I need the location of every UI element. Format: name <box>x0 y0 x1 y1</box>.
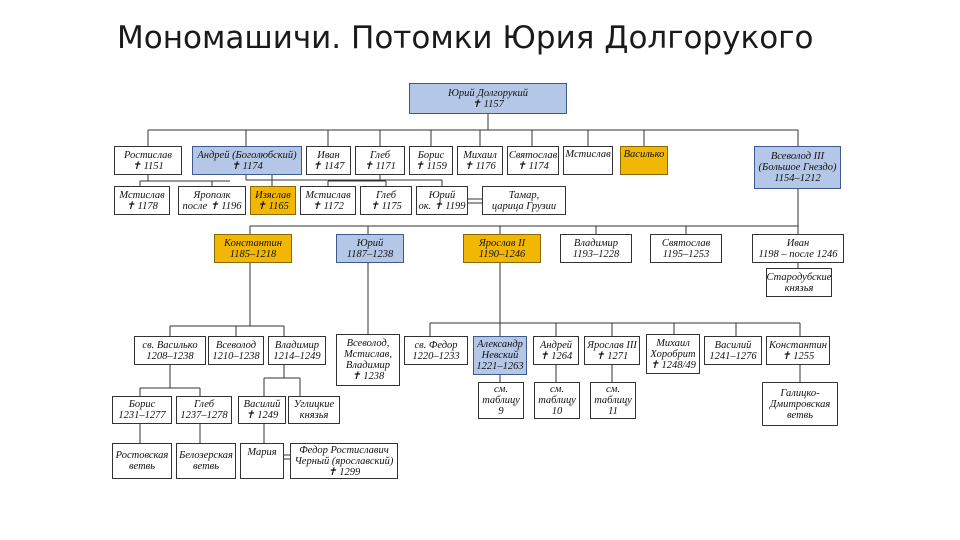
node-see-table-11: см. таблицу 11 <box>590 382 636 419</box>
node-ivan-son-vsevolod: Иван 1198 – после 1246 <box>752 234 844 263</box>
node-vsevolod-mstislav-vladimir: Всеволод, Мстислав, Владимир ✝ 1238 <box>336 334 400 386</box>
node-konstantin: Константин 1185–1218 <box>214 234 292 263</box>
node-vladimir: Владимир 1193–1228 <box>560 234 632 263</box>
node-gleb-son-gleb: Глеб ✝ 1175 <box>360 186 412 215</box>
node-yuri-husband-tamar: Юрий ок. ✝ 1199 <box>416 186 468 215</box>
node-fedor-rostislavich: Федор Ростиславич Черный (ярославский) ✝… <box>290 443 398 479</box>
node-andrei-son-yaroslav: Андрей ✝ 1264 <box>533 336 579 365</box>
node-mstislav-son-gleb: Мстислав ✝ 1172 <box>300 186 356 215</box>
node-mstislav-son-rostislav: Мстислав ✝ 1178 <box>114 186 170 215</box>
node-vasily-son-vsevolod: Василий ✝ 1249 <box>238 396 286 424</box>
node-yaroslav-iii: Ярослав III ✝ 1271 <box>584 336 640 365</box>
node-see-table-9: см. таблицу 9 <box>478 382 524 419</box>
node-beloozero-branch: Белозерская ветвь <box>176 443 236 479</box>
node-gleb: Глеб ✝ 1171 <box>355 146 405 175</box>
node-mikhail: Михаил ✝ 1176 <box>457 146 503 175</box>
node-gleb-son-vasilko: Глеб 1237–1278 <box>176 396 232 424</box>
node-boris-son-vasilko: Борис 1231–1277 <box>112 396 172 424</box>
node-vladimir-son-konstantin: Владимир 1214–1249 <box>268 336 326 365</box>
node-yuri-dolgoruky: Юрий Долгорукий ✝ 1157 <box>409 83 567 114</box>
node-maria: Мария <box>240 443 284 479</box>
node-andrei-bogolyubsky: Андрей (Боголюбский) ✝ 1174 <box>192 146 302 175</box>
node-konstantin-son-yaroslav: Константин ✝ 1255 <box>766 336 830 365</box>
node-svyatoslav-son-vsevolod: Святослав 1195–1253 <box>650 234 722 263</box>
node-vasilko: Василько <box>620 146 668 175</box>
node-vasily-son-yaroslav: Василий 1241–1276 <box>704 336 762 365</box>
node-mstislav: Мстислав <box>563 146 613 175</box>
node-svyatoslav: Святослав ✝ 1174 <box>507 146 559 175</box>
node-yuri-ii: Юрий 1187–1238 <box>336 234 404 263</box>
node-uglich-princes: Углицкие князья <box>288 396 340 424</box>
slide-title: Мономашичи. Потомки Юрия Долгорукого <box>117 20 814 56</box>
node-yaropolk: Ярополк после ✝ 1196 <box>178 186 246 215</box>
node-vasilko-saint: св. Василько 1208–1238 <box>134 336 206 365</box>
node-alexander-nevsky: Александр Невский 1221–1263 <box>473 336 527 375</box>
node-fedor-saint: св. Федор 1220–1233 <box>404 336 468 365</box>
node-see-table-10: см. таблицу 10 <box>534 382 580 419</box>
node-vsevolod-son-konstantin: Всеволод 1210–1238 <box>208 336 264 365</box>
node-vsevolod-big-nest: Всеволод III (Большое Гнездо) 1154–1212 <box>754 146 841 189</box>
node-mikhail-khorobrit: Михаил Хоробрит ✝ 1248/49 <box>646 334 700 374</box>
node-starodub-princes: Стародубские князья <box>766 268 832 297</box>
node-tamar-queen-georgia: Тамар, царица Грузии <box>482 186 566 215</box>
node-yaroslav-ii: Ярослав II 1190–1246 <box>463 234 541 263</box>
node-rostislav: Ростислав ✝ 1151 <box>114 146 182 175</box>
node-izyaslav: Изяслав ✝ 1165 <box>250 186 296 215</box>
node-boris: Борис ✝ 1159 <box>409 146 453 175</box>
node-galich-dmitrov-branch: Галицко- Дмитровская ветвь <box>762 382 838 426</box>
node-rostov-branch: Ростовская ветвь <box>112 443 172 479</box>
node-ivan: Иван ✝ 1147 <box>306 146 351 175</box>
